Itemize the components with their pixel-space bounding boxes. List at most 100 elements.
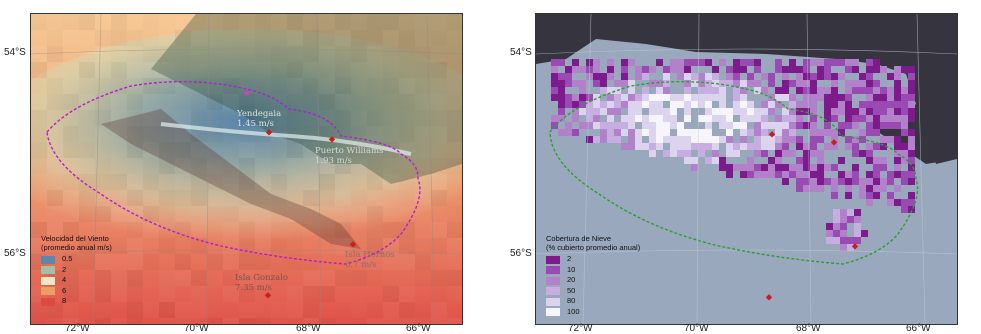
lat-tick-56s: 56°S <box>4 248 26 259</box>
snow-cell <box>628 87 635 94</box>
snow-cell <box>775 87 782 94</box>
snow-cell <box>782 115 789 122</box>
snow-cell <box>824 59 831 66</box>
wind-cell <box>111 254 127 270</box>
wind-cell <box>415 222 431 238</box>
snow-cell <box>873 80 880 87</box>
snow-cell <box>551 122 558 129</box>
wind-cell <box>431 286 447 302</box>
wind-cell <box>287 158 303 174</box>
snow-cell <box>854 216 861 223</box>
snow-cell <box>831 80 838 87</box>
wind-cell <box>159 302 175 318</box>
wind-cell <box>31 94 47 110</box>
snow-cell <box>733 143 740 150</box>
snow-cell <box>859 73 866 80</box>
snow-cell <box>782 171 789 178</box>
wind-cell <box>111 190 127 206</box>
snow-cell <box>845 185 852 192</box>
wind-cell <box>271 302 287 318</box>
snow-cell <box>719 94 726 101</box>
lon-tick-68w-right: 68°W <box>796 323 821 334</box>
wind-cell <box>207 302 223 318</box>
snow-cell <box>551 94 558 101</box>
wind-cell <box>399 270 415 286</box>
wind-cell <box>239 254 255 270</box>
snow-cell <box>768 171 775 178</box>
snow-cell <box>761 115 768 122</box>
wind-cell <box>111 62 127 78</box>
wind-cell <box>335 270 351 286</box>
wind-cell <box>127 286 143 302</box>
snow-cell <box>663 73 670 80</box>
wind-cell <box>303 30 319 46</box>
wind-cell <box>287 174 303 190</box>
wind-cell <box>31 222 47 238</box>
wind-cell <box>63 14 79 30</box>
wind-cell <box>191 270 207 286</box>
wind-cell <box>191 94 207 110</box>
snow-cell <box>847 237 854 244</box>
snow-cell <box>719 101 726 108</box>
wind-cell <box>47 46 63 62</box>
snow-cell <box>572 94 579 101</box>
snow-cell <box>565 122 572 129</box>
snow-cell <box>551 80 558 87</box>
snow-cell <box>628 101 635 108</box>
snow-cell <box>901 129 908 136</box>
snow-cell <box>838 129 845 136</box>
snow-cell <box>628 80 635 87</box>
wind-cell <box>383 190 399 206</box>
wind-cell <box>63 78 79 94</box>
snow-cell <box>894 199 901 206</box>
snow-cell <box>817 157 824 164</box>
wind-cell <box>447 110 462 126</box>
snow-cell <box>593 115 600 122</box>
snow-cell <box>880 87 887 94</box>
wind-cell <box>111 158 127 174</box>
snow-cell <box>859 178 866 185</box>
snow-cell <box>782 108 789 115</box>
lon-tick-66w-right: 66°W <box>906 323 931 334</box>
wind-cell <box>79 110 95 126</box>
wind-cell <box>127 14 143 30</box>
snow-cell <box>803 178 810 185</box>
snow-cell <box>810 108 817 115</box>
snow-cell <box>873 101 880 108</box>
snow-cell <box>866 59 873 66</box>
wind-grid-cells <box>31 14 462 324</box>
snow-cell <box>880 157 887 164</box>
snow-cell <box>817 164 824 171</box>
wind-cell <box>175 190 191 206</box>
graticule <box>536 14 957 324</box>
snow-cell <box>551 66 558 73</box>
snow-cell <box>824 101 831 108</box>
wind-cell <box>31 318 47 324</box>
wind-cell <box>367 270 383 286</box>
snow-cell <box>796 115 803 122</box>
snow-cell <box>768 108 775 115</box>
snow-cell <box>866 94 873 101</box>
snow-cell <box>705 122 712 129</box>
snow-cell <box>670 143 677 150</box>
snow-cell <box>789 129 796 136</box>
snow-cell <box>572 66 579 73</box>
wind-cell <box>223 302 239 318</box>
snow-cell <box>747 101 754 108</box>
snow-cell <box>866 115 873 122</box>
snow-cell <box>677 150 684 157</box>
snow-cell <box>810 73 817 80</box>
snow-cell <box>558 129 565 136</box>
wind-cell <box>447 126 462 142</box>
wind-cell <box>367 126 383 142</box>
snow-map-canvas <box>536 14 957 324</box>
snow-cell <box>558 87 565 94</box>
snow-cell <box>880 66 887 73</box>
wind-cell <box>271 238 287 254</box>
wind-cell <box>335 302 351 318</box>
snow-cell <box>761 164 768 171</box>
wind-cell <box>287 254 303 270</box>
snow-cell <box>873 178 880 185</box>
snow-cell <box>775 101 782 108</box>
wind-cell <box>351 270 367 286</box>
